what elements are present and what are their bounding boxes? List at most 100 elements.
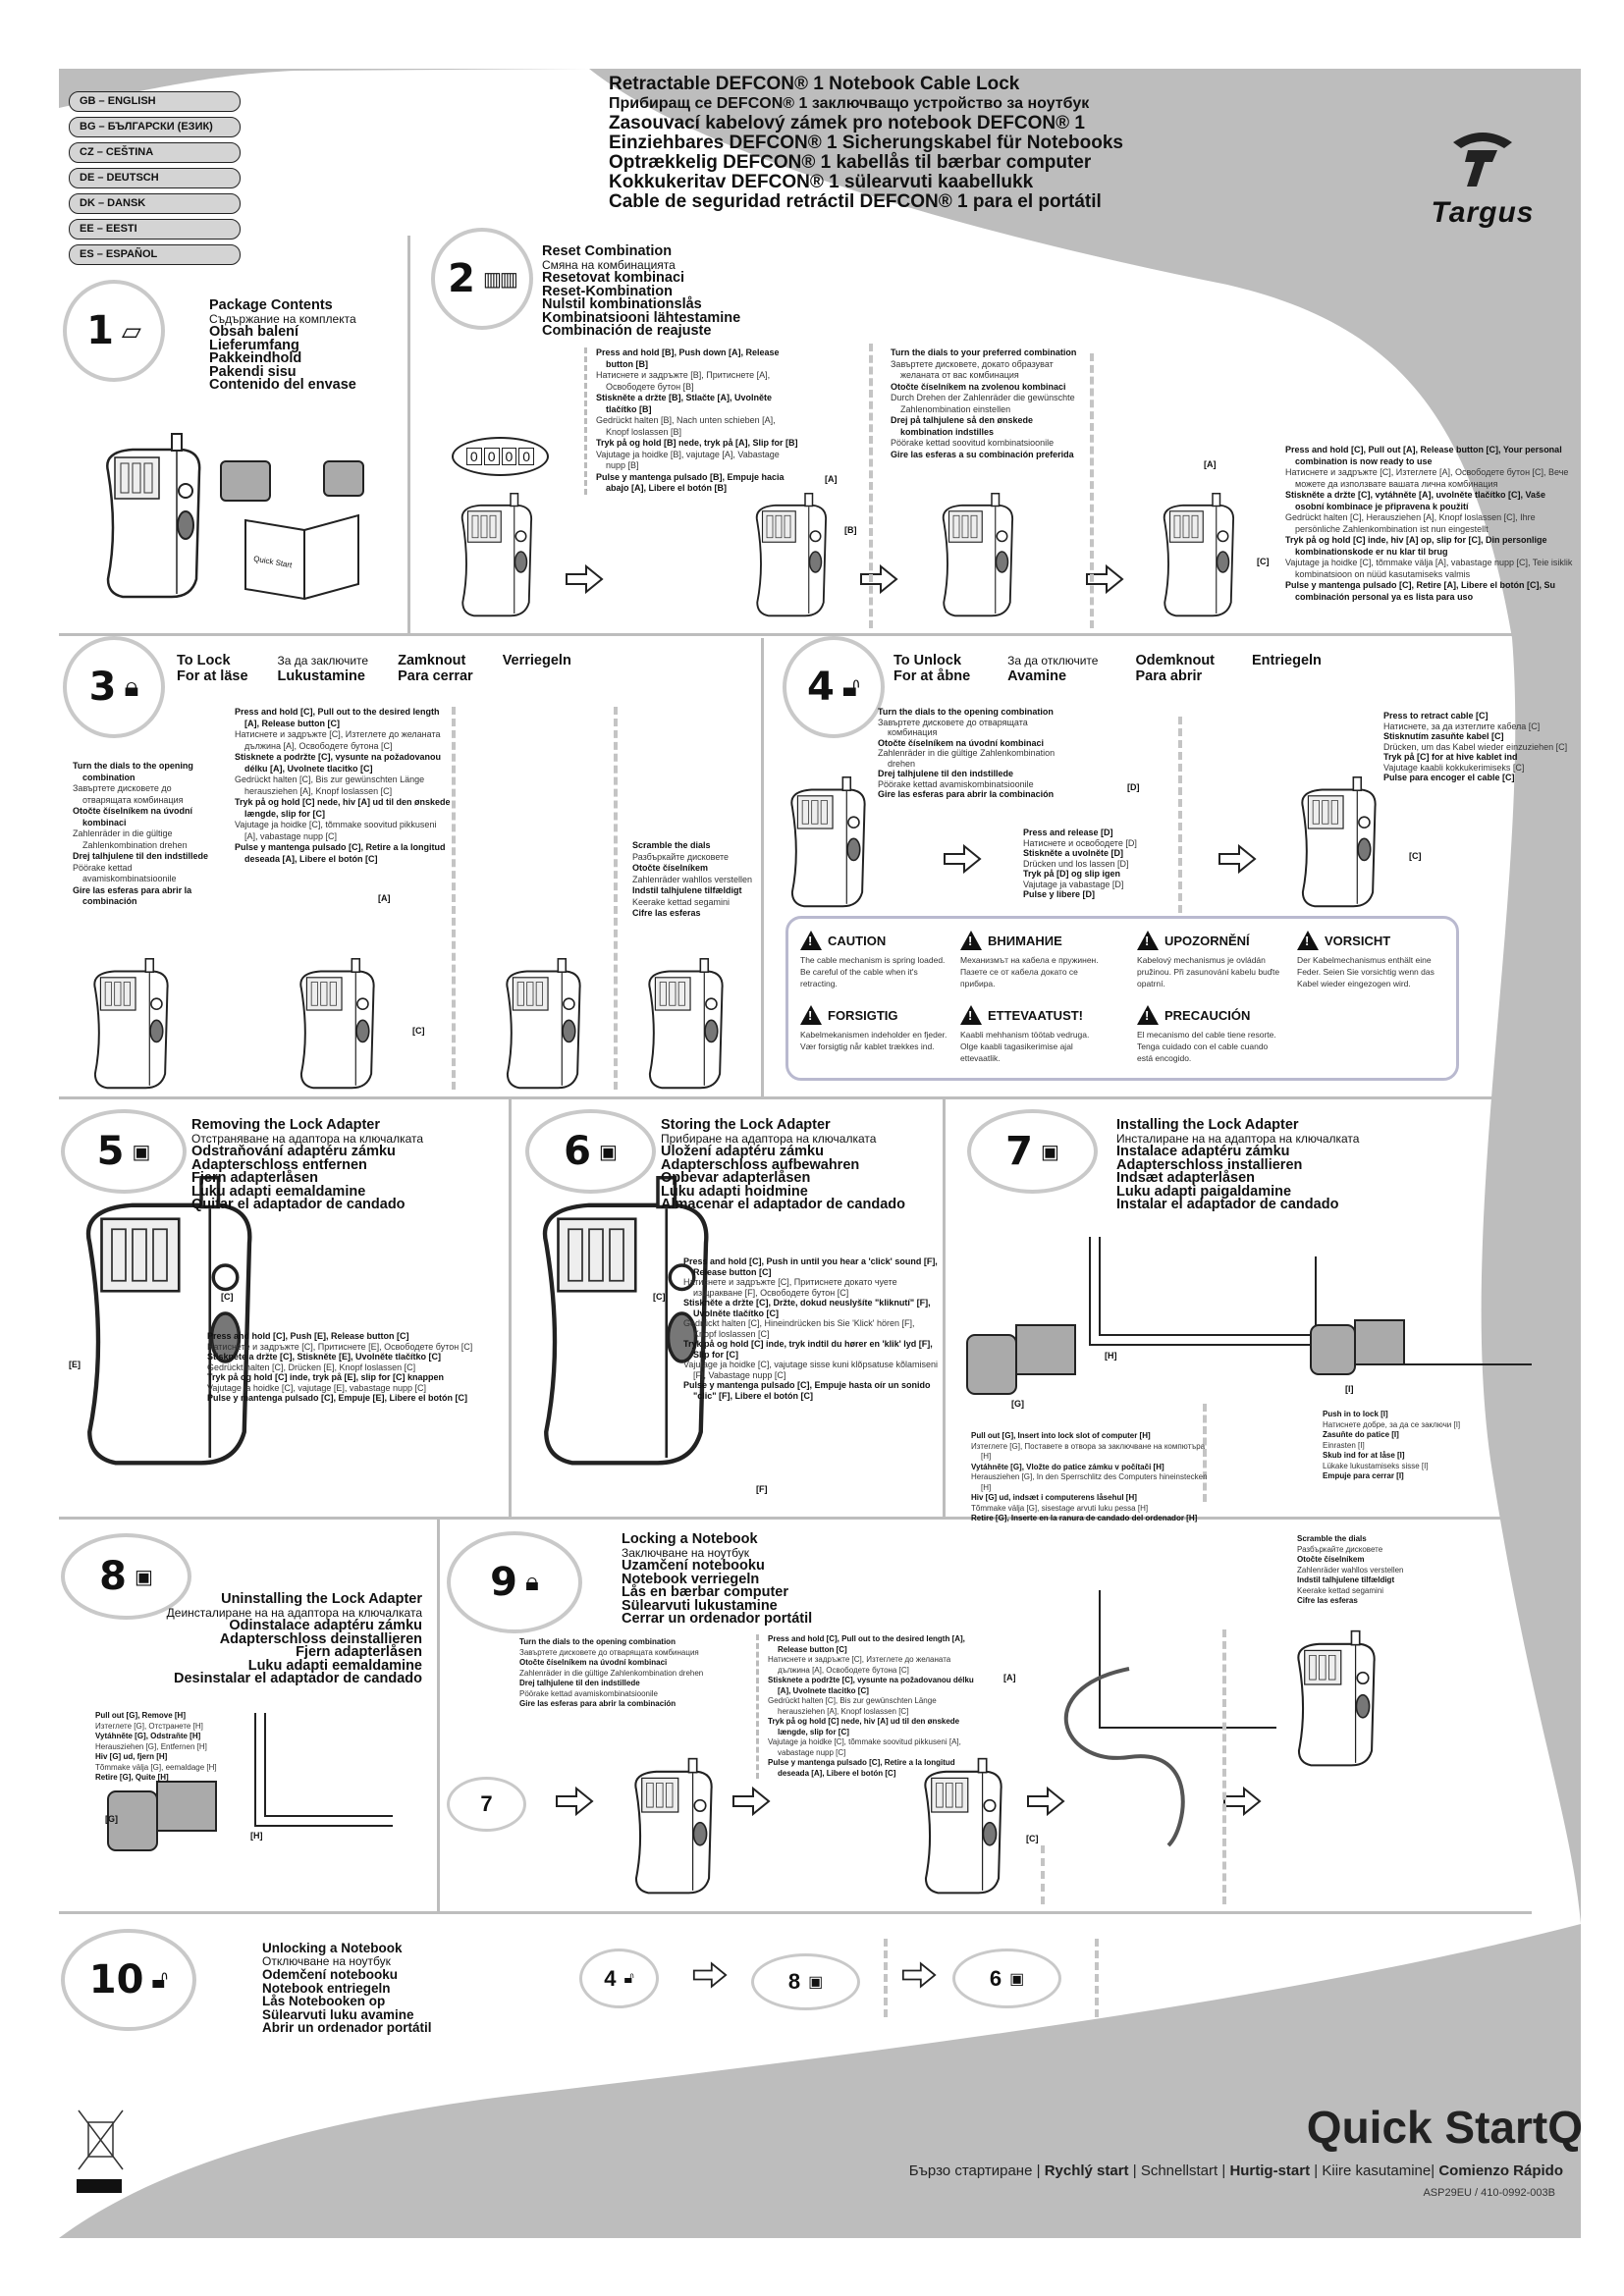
instruction-line: Pull out [G], Remove [H] xyxy=(95,1711,186,1720)
language-tab-cz[interactable]: CZ – CEŠTINA xyxy=(69,142,241,163)
instruction-line: Разбъркайте дисковете xyxy=(632,851,730,862)
warning-triangle-icon xyxy=(1137,931,1159,950)
instruction-line: Tryk på og hold [C] nede, hiv [A] ud til… xyxy=(768,1717,960,1736)
instruction-line: Vajutage ja hoidke [B], vajutage [A], Va… xyxy=(596,449,780,471)
instruction-line: Tryk på og hold [C] nede, hiv [A] ud til… xyxy=(235,797,451,819)
dashed-divider xyxy=(1178,717,1182,913)
instruction-line: Keerake kettad segamini xyxy=(632,896,731,907)
heading-line: Unlocking a Notebook xyxy=(262,1941,403,1955)
label-a: [A] xyxy=(1204,459,1217,469)
instruction-line: Tryk på og hold [C] inde, tryk indtil du… xyxy=(683,1339,933,1360)
heading-line: Luku adapti eemaldamine xyxy=(247,1657,422,1674)
step-6-instructions: Press and hold [C], Push in until you he… xyxy=(679,1256,940,1401)
heading-line: Uninstalling the Lock Adapter xyxy=(221,1591,422,1607)
instruction-line: Stisknete a podržte [C], vysunte na poža… xyxy=(768,1676,974,1695)
label-g: [G] xyxy=(105,1814,118,1824)
heading-line: Sülearvuti luku avamine xyxy=(262,2006,414,2022)
lock-adapter-icon: ▣ xyxy=(134,1566,153,1588)
instruction-line: Cifre las esferas xyxy=(1297,1596,1358,1605)
warning-triangle-icon xyxy=(800,1005,822,1025)
language-tab-bg[interactable]: BG – БЪЛГАРСКИ (ЕЗИК) xyxy=(69,117,241,137)
warning-title: UPOZORNĚNÍ xyxy=(1164,933,1250,948)
step-number: 6 xyxy=(989,1965,1002,1991)
instruction-line: Herausziehen [G], Entfernen [H] xyxy=(95,1741,207,1751)
translation: Бързо стартиране xyxy=(908,2163,1033,2179)
warning-title: PRECAUCIÓN xyxy=(1164,1007,1251,1023)
language-tab-ee[interactable]: EE – EESTI xyxy=(69,219,241,240)
label-c: [C] xyxy=(1409,851,1422,861)
label-c: [C] xyxy=(221,1292,234,1302)
instruction-line: Gedrückt halten [C], Herausziehen [A], K… xyxy=(1285,512,1536,534)
heading-line: Uložení adaptéru zámku xyxy=(661,1144,824,1159)
language-tab-es[interactable]: ES – ESPAÑOL xyxy=(69,244,241,265)
heading-line: Odemčení notebooku xyxy=(262,1967,399,1982)
language-tab-dk[interactable]: DK – DANSK xyxy=(69,193,241,214)
heading-line: Lukustamine xyxy=(277,667,365,684)
step-number: 8 xyxy=(99,1554,127,1599)
label-g: [G] xyxy=(1011,1399,1024,1409)
instruction-line: Indstil talhjulene tilfældigt xyxy=(632,885,742,895)
instruction-line: Drej på talhjulene så den ønskede kombin… xyxy=(891,415,1034,437)
divider xyxy=(437,1520,440,1911)
heading-line: Reset-Kombination xyxy=(542,283,673,299)
step-4-instructions-retract: Press to retract cable [C]Натиснете, за … xyxy=(1380,711,1576,783)
heading-line: Смяна на комбинацията xyxy=(542,257,676,272)
heading-line: Uzamčení notebooku xyxy=(622,1558,765,1574)
instruction-line: Завъртете дисковете, докато образуват же… xyxy=(891,358,1054,381)
instruction-line: Drej talhjulene til den indstillede xyxy=(73,851,209,861)
instruction-line: Vajutage ja hoidke [C], tõmmake soovitud… xyxy=(768,1737,961,1757)
instruction-line: Zahlenräder wahllos verstellen xyxy=(1297,1565,1404,1575)
step-number: 2 xyxy=(448,256,476,301)
padlock-closed-icon: 🔒︎ xyxy=(525,1567,539,1596)
instruction-line: Tryk på [D] og slip igen xyxy=(1023,869,1121,879)
warning-title: ВНИМАНИЕ xyxy=(988,933,1062,948)
heading-line: Adapterschloss aufbewahren xyxy=(661,1156,860,1173)
padlock-open-icon: 🔓︎ xyxy=(841,670,860,702)
instruction-line: Turn the dials to the opening combinatio… xyxy=(519,1637,676,1646)
separator: | xyxy=(1036,2163,1041,2179)
instruction-line: Press and hold [C], Pull out [A], Releas… xyxy=(1285,445,1562,466)
instruction-line: Lükake lukustamiseks sisse [I] xyxy=(1323,1461,1429,1470)
instruction-line: Vytáhněte [G], Odstraňte [H] xyxy=(95,1732,201,1740)
heading-line: Obsah balení xyxy=(209,324,299,340)
step-4-badge: 4 🔓︎ xyxy=(783,636,885,738)
heading-line: Resetovat kombinaci xyxy=(542,270,685,286)
warning-text: Der Kabelmechanismus enthält eine Feder.… xyxy=(1297,955,1435,988)
mini-step-7-badge: 7 xyxy=(447,1777,526,1832)
step-5-instructions: Press and hold [C], Push [E], Release bu… xyxy=(203,1331,508,1404)
step-number: 7 xyxy=(480,1791,493,1816)
instruction-line: Indstil talhjulene tilfældigt xyxy=(1297,1575,1395,1584)
lock-adapter-icon: ▣ xyxy=(598,1141,618,1163)
instruction-line: Tryk på og hold [C] inde, tryk på [E], s… xyxy=(207,1372,445,1382)
heading-line: Notebook verriegeln xyxy=(622,1571,760,1587)
instruction-line: Tõmmake välja [G], sisestage arvuti luku… xyxy=(971,1503,1149,1513)
heading-line: Съдържание на комплекта xyxy=(209,311,356,326)
language-tab-gb[interactable]: GB – ENGLISH xyxy=(69,91,241,112)
heading-line: Abrir un ordenador portátil xyxy=(262,2020,432,2035)
instruction-line: Einrasten [I] xyxy=(1323,1440,1365,1450)
language-tab-de[interactable]: DE – DEUTSCH xyxy=(69,168,241,188)
step-number: 6 xyxy=(564,1129,591,1174)
dashed-divider xyxy=(884,1939,888,2017)
instruction-line: Drej talhjulene til den indstillede xyxy=(878,769,1014,778)
dashed-divider xyxy=(1222,1629,1226,1904)
heading-line: Kombinatsiooni lähtestamine xyxy=(542,309,741,326)
label-b: [B] xyxy=(844,525,857,535)
warning-title: ETTEVAATUST! xyxy=(988,1007,1084,1023)
label-c: [C] xyxy=(412,1026,425,1036)
instruction-line: Pulse y mantenga pulsado [C], Retire a l… xyxy=(235,842,446,864)
step-9-instructions-pull: Press and hold [C], Pull out to the desi… xyxy=(756,1634,980,1779)
heading-line: Para cerrar xyxy=(398,667,473,684)
instruction-line: Gedrückt halten [C], Hineindrücken bis S… xyxy=(683,1318,915,1339)
label-c: [C] xyxy=(1026,1834,1039,1843)
warning-triangle-icon xyxy=(960,931,982,950)
padlock-closed-icon: 🔒︎ xyxy=(124,670,139,702)
